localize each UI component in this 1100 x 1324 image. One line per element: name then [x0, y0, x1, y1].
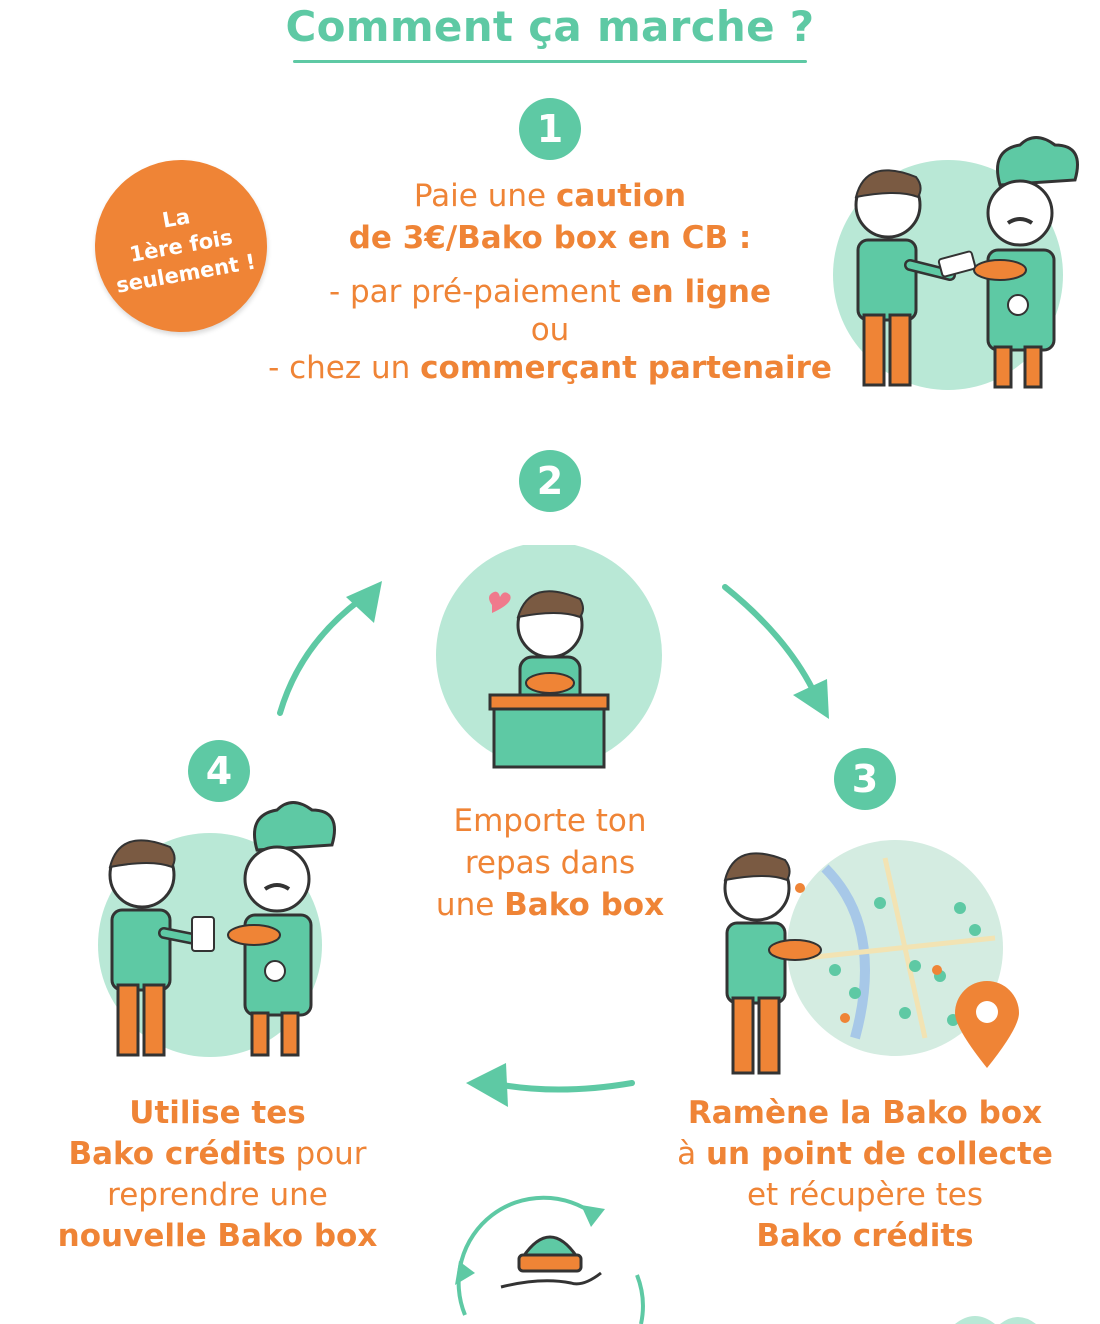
title-underline [293, 60, 807, 63]
text: et récupère tes [746, 1177, 984, 1213]
step-1-text: Paie une caution de 3€/Bako box en CB : … [230, 175, 870, 389]
text-bold: nouvelle Bako box [57, 1218, 378, 1254]
text: - par pré-paiement [328, 274, 631, 310]
step-2-text: Emporte ton repas dans une Bako box [400, 800, 700, 926]
payment-illustration [833, 136, 1079, 390]
leaf-decoration-icon [955, 1316, 1036, 1324]
text: une [435, 887, 505, 923]
text-bold: en ligne [630, 274, 772, 310]
reuse-cycle-icon [455, 1195, 645, 1324]
step-3-number: 3 [834, 748, 896, 810]
text: Emporte ton [453, 803, 647, 839]
text-bold: un point de collecte [705, 1136, 1053, 1172]
step-3-text: Ramène la Bako box à un point de collect… [660, 1093, 1070, 1257]
text: pour [285, 1136, 367, 1172]
arrow-left-icon [466, 1063, 635, 1107]
arrow-down-right-icon [722, 584, 829, 719]
eating-illustration [436, 545, 662, 769]
text-bold: Utilise tes [129, 1095, 306, 1131]
step-2-number: 2 [519, 450, 581, 512]
text: - chez un [268, 350, 421, 386]
collection-point-illustration [723, 840, 1019, 1075]
text: ou [530, 312, 570, 348]
text: à [677, 1136, 706, 1172]
text: Paie une [413, 178, 556, 214]
text-bold: Bako box [504, 887, 665, 923]
text-bold: caution [555, 178, 687, 214]
text-bold: Bako crédits [756, 1218, 974, 1254]
text-bold: de 3€/Bako box en CB : [348, 220, 752, 256]
text-bold: Ramène la Bako box [687, 1095, 1043, 1131]
text-bold: Bako crédits [68, 1136, 286, 1172]
step-4-text: Utilise tes Bako crédits pour reprendre … [40, 1093, 395, 1257]
text: repas dans [464, 845, 636, 881]
step-4-number: 4 [188, 740, 250, 802]
page-title: Comment ça marche ? [285, 2, 815, 51]
credits-illustration [98, 801, 336, 1057]
text-bold: commerçant partenaire [420, 350, 832, 386]
arrow-up-right-icon [277, 581, 382, 716]
step-1-number: 1 [519, 98, 581, 160]
text: reprendre une [107, 1177, 328, 1213]
